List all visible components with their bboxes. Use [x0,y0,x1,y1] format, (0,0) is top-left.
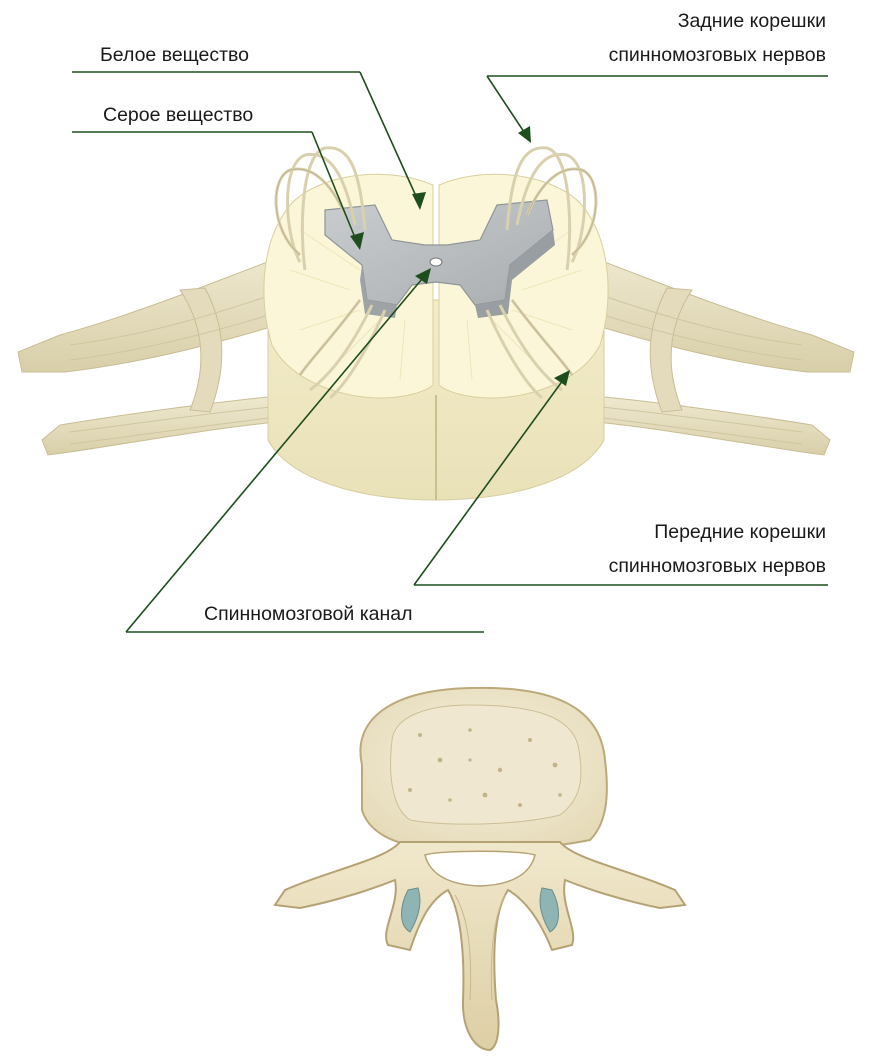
gray-matter-label: Серое вещество [103,104,253,126]
central-canal-label: Спинномозговой канал [204,603,413,625]
central-canal [430,258,442,266]
spinal-cord [18,148,854,500]
vertebra [275,688,685,1050]
white-matter-label: Белое вещество [100,44,249,66]
anterior-roots-label-line1: Передние корешки [654,521,826,543]
posterior-roots-leader [487,76,528,138]
posterior-roots-label-line2: спинномозговых нервов [609,44,826,66]
anterior-roots-label-line2: спинномозговых нервов [609,555,826,577]
posterior-roots-label-line1: Задние корешки [678,10,826,32]
